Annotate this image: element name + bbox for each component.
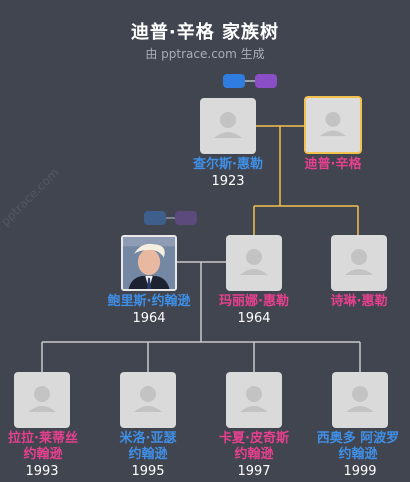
person-name: 鲍里斯·约翰逊 — [107, 294, 191, 309]
person-year: 1964 — [132, 311, 166, 326]
person-name-line1: 卡夏·皮奇斯 — [219, 431, 289, 446]
descent-line-top — [253, 126, 359, 235]
person-card-marina[interactable] — [226, 235, 282, 291]
person-silhouette-icon — [240, 249, 268, 275]
toggle-connector — [166, 217, 176, 219]
person-year: 1923 — [211, 174, 245, 189]
person-silhouette-icon — [346, 386, 374, 412]
person-silhouette-icon — [214, 112, 242, 138]
person-name: 迪普·辛格 — [304, 157, 362, 172]
person-photo-boris[interactable] — [121, 235, 177, 291]
person-name: 查尔斯·惠勒 — [193, 157, 263, 172]
person-year: 1993 — [25, 464, 59, 479]
person-card-charles[interactable] — [200, 98, 256, 154]
person-card-deep-selected[interactable] — [304, 96, 362, 154]
person-card-cassia[interactable] — [226, 372, 282, 428]
person-card-lara[interactable] — [14, 372, 70, 428]
person-name-line1: 西奥多 阿波罗 — [316, 431, 400, 446]
person-year: 1995 — [131, 464, 165, 479]
toggle-connector — [245, 80, 255, 82]
person-name: 诗琳·惠勒 — [330, 294, 388, 309]
person-card-shirin[interactable] — [331, 235, 387, 291]
person-card-theodore[interactable] — [332, 372, 388, 428]
person-year: 1999 — [343, 464, 377, 479]
person-silhouette-icon — [134, 386, 162, 412]
person-name-line2: 约翰逊 — [234, 447, 274, 462]
portrait-photo — [123, 237, 175, 289]
person-name-line1: 拉拉·莱蒂丝 — [8, 431, 78, 446]
person-silhouette-icon — [28, 386, 56, 412]
person-name-line2: 约翰逊 — [338, 447, 378, 462]
descent-line-mid — [41, 262, 361, 372]
person-card-milo[interactable] — [120, 372, 176, 428]
person-silhouette-icon — [319, 111, 347, 137]
person-year: 1964 — [237, 311, 271, 326]
page-title: 迪普·辛格 家族树 — [130, 22, 280, 43]
page-subtitle: 由 pptrace.com 生成 — [145, 47, 265, 61]
person-year: 1997 — [237, 464, 271, 479]
person-silhouette-icon — [345, 249, 373, 275]
expand-toggle-blue[interactable] — [223, 74, 245, 88]
person-name: 玛丽娜·惠勒 — [219, 294, 289, 309]
person-name-line2: 约翰逊 — [23, 447, 63, 462]
expand-toggle-purple[interactable] — [175, 211, 197, 225]
person-silhouette-icon — [240, 386, 268, 412]
expand-toggle-blue[interactable] — [144, 211, 166, 225]
person-name-line2: 约翰逊 — [128, 447, 168, 462]
expand-toggle-purple[interactable] — [255, 74, 277, 88]
person-name-line1: 米洛·亚瑟 — [119, 431, 177, 446]
